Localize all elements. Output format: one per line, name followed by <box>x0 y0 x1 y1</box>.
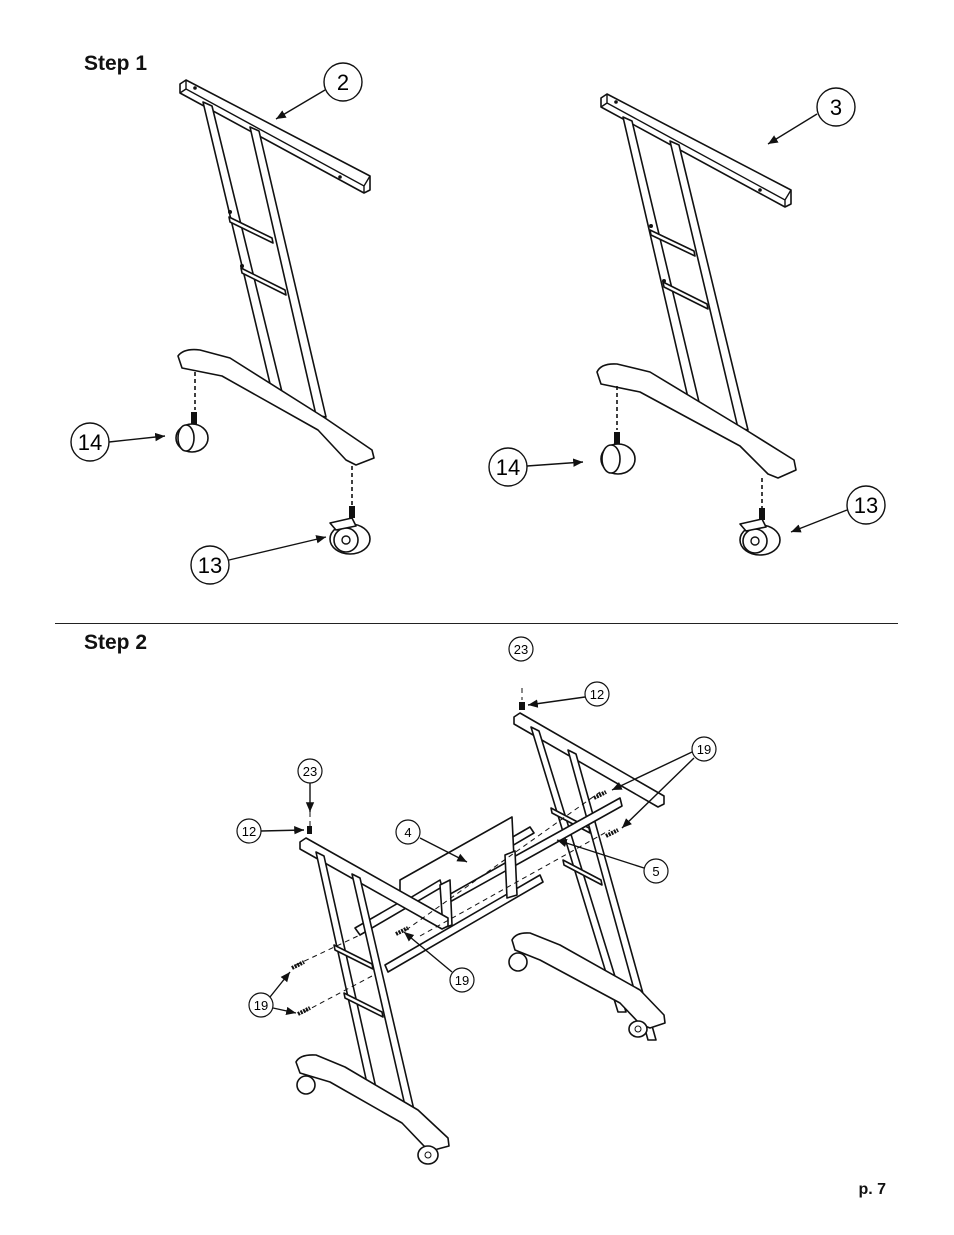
svg-text:19: 19 <box>697 742 711 757</box>
caster-wheel-right-14 <box>601 432 635 474</box>
svg-text:12: 12 <box>590 687 604 702</box>
callout-part-19-right: 19 <box>612 737 716 828</box>
callout-part-2: 2 <box>276 63 362 119</box>
callout-part-12-top-right: 12 <box>528 682 609 706</box>
svg-text:13: 13 <box>198 553 222 578</box>
callout-part-23-top-left: 23 <box>298 759 322 812</box>
callout-part-23-top-right: 23 <box>509 637 533 661</box>
svg-text:2: 2 <box>337 70 349 95</box>
caster-wheel-right-13 <box>740 508 780 555</box>
callout-part-13-right: 13 <box>791 486 885 532</box>
callout-part-14-left: 14 <box>71 423 165 461</box>
svg-text:23: 23 <box>303 764 317 779</box>
svg-text:3: 3 <box>830 95 842 120</box>
svg-text:14: 14 <box>78 430 102 455</box>
svg-text:12: 12 <box>242 824 256 839</box>
caster-wheel-left-14 <box>176 412 208 452</box>
assembled-frame <box>292 688 665 1164</box>
svg-text:14: 14 <box>496 455 520 480</box>
svg-text:19: 19 <box>455 973 469 988</box>
svg-text:13: 13 <box>854 493 878 518</box>
callout-part-3: 3 <box>768 88 855 144</box>
svg-text:23: 23 <box>514 642 528 657</box>
callout-part-19-left: 19 <box>249 972 296 1017</box>
callout-part-12-top-left: 12 <box>237 819 304 843</box>
svg-text:5: 5 <box>652 864 659 879</box>
callout-part-14-right: 14 <box>489 448 583 486</box>
callout-part-13-left: 13 <box>191 537 326 584</box>
svg-text:19: 19 <box>254 998 268 1013</box>
svg-text:4: 4 <box>404 825 411 840</box>
caster-wheel-left-13 <box>330 506 370 554</box>
